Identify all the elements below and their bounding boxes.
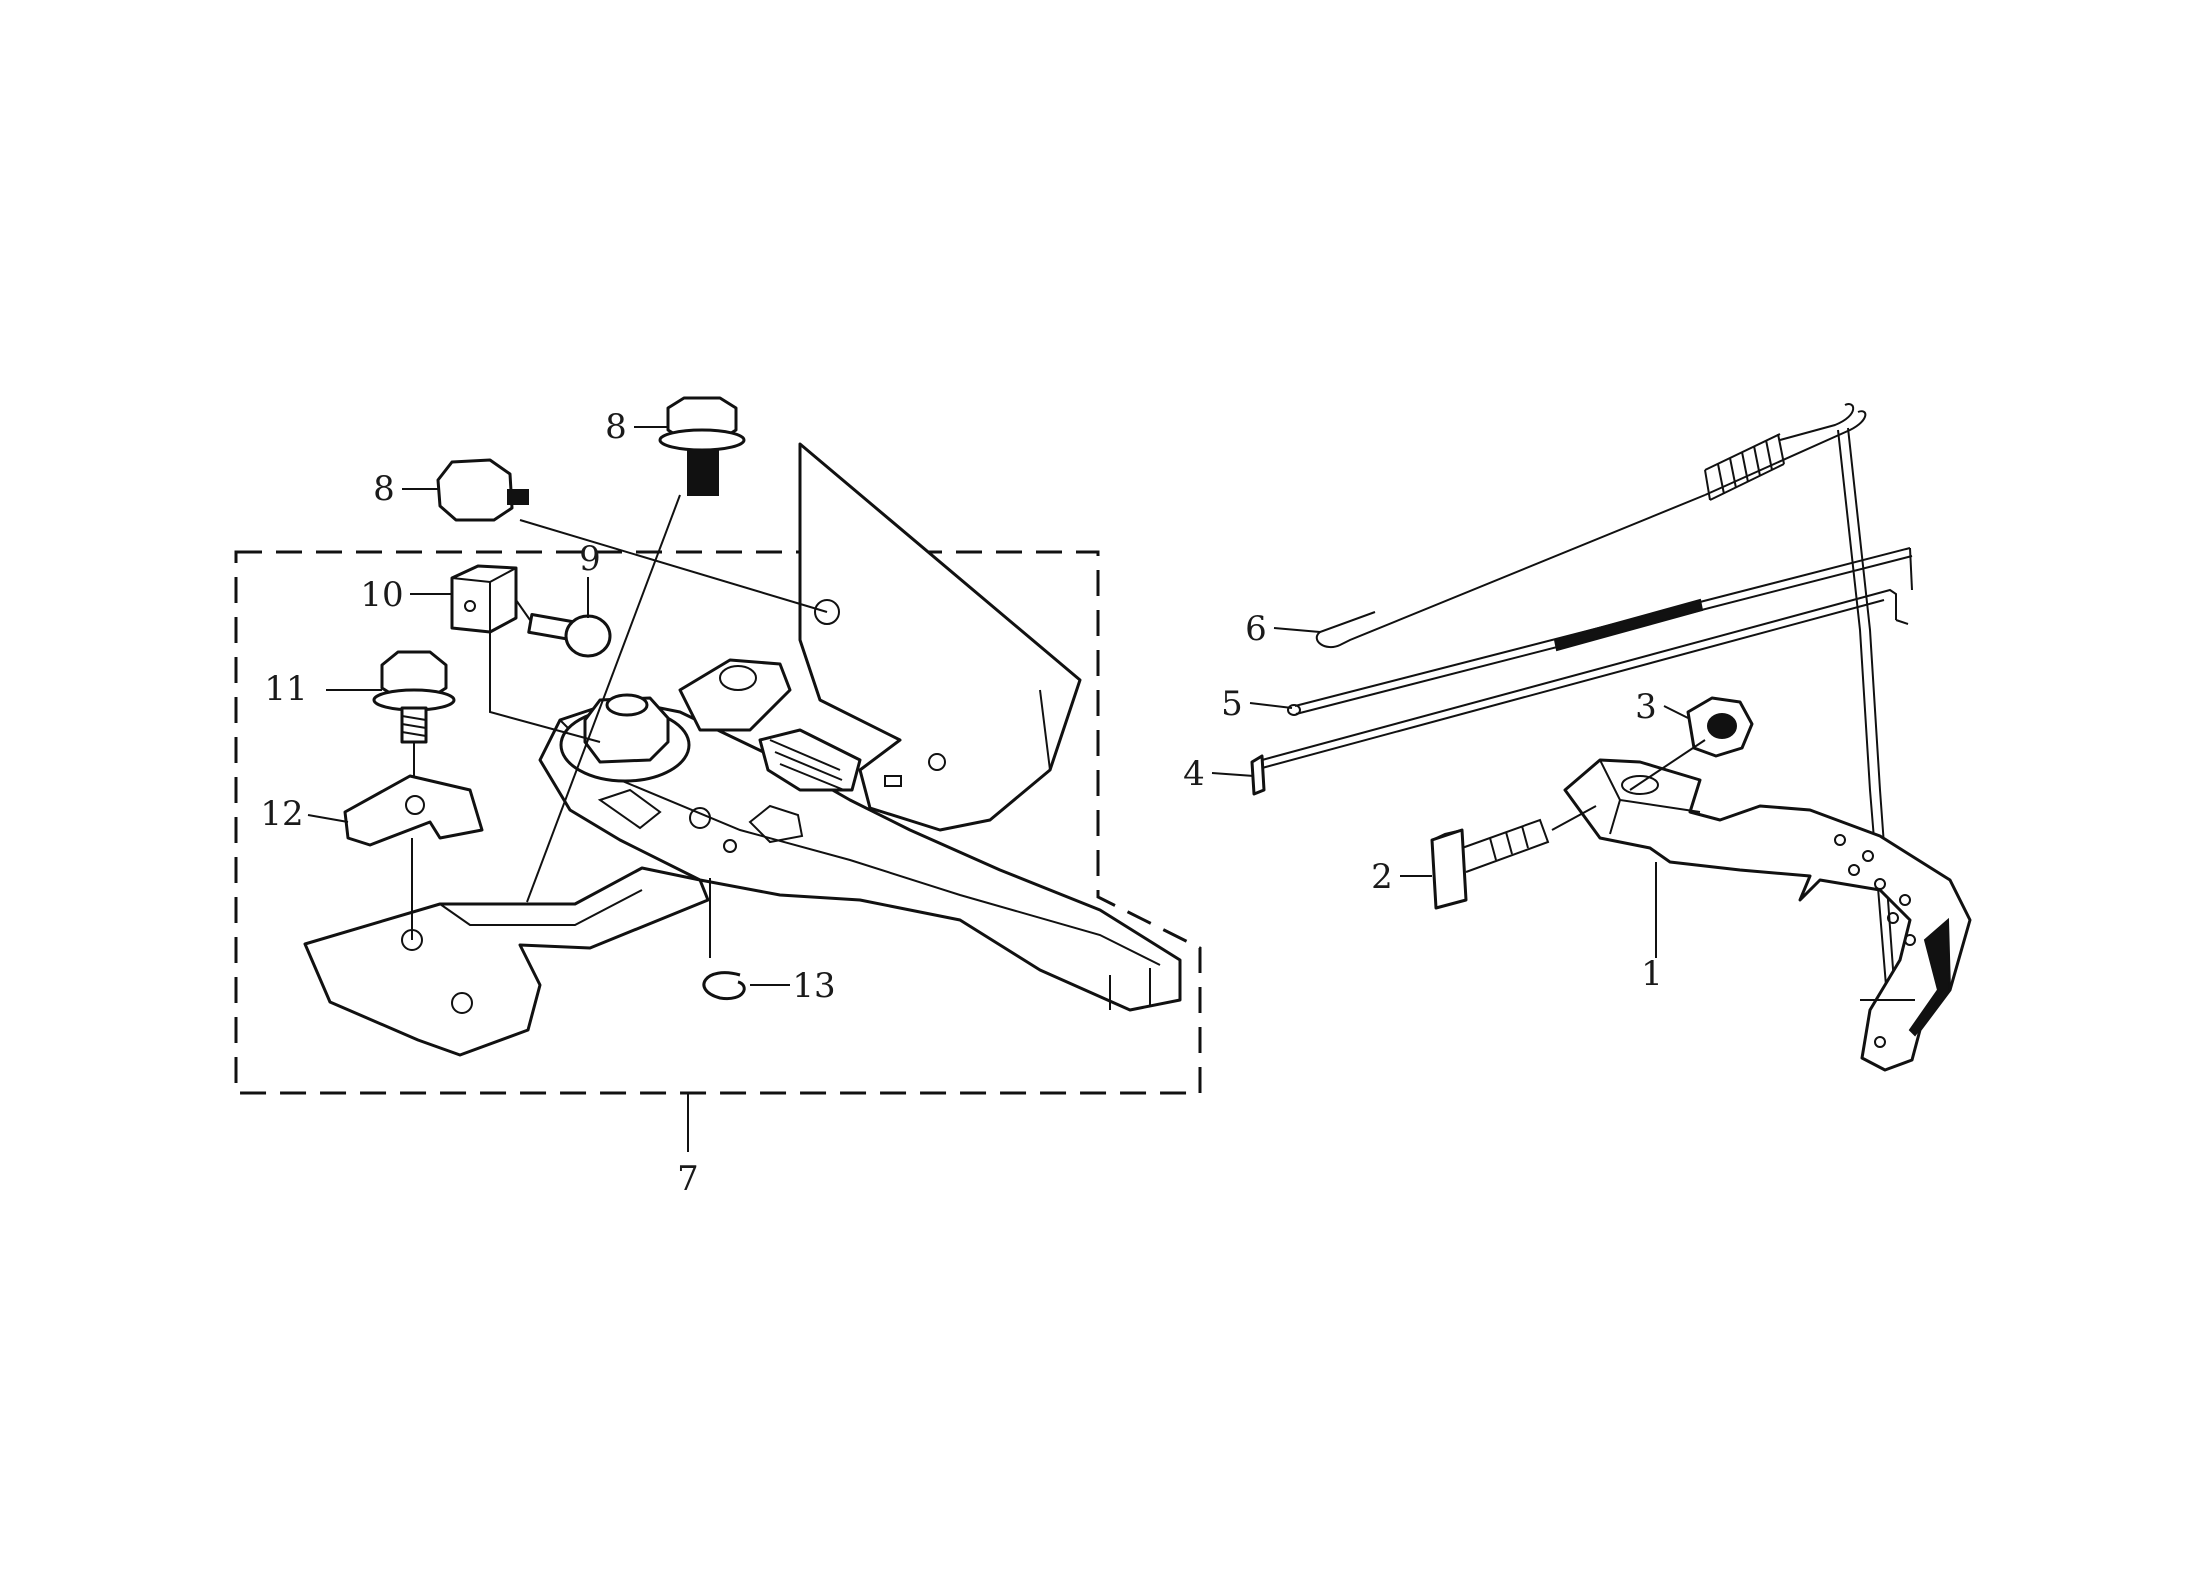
callout-4: 4: [1183, 754, 1205, 794]
cable-block: [450, 564, 518, 634]
e-clip: [702, 971, 746, 1001]
coil-spring: [1704, 433, 1785, 501]
assembly-leader-lines: [489, 494, 828, 958]
callout-leaders: [307, 426, 1689, 986]
assembly-group-box: [234, 550, 1202, 1152]
pivot-nut: [559, 693, 691, 783]
mounting-plate: [798, 442, 1082, 832]
base-plate: [303, 866, 710, 1057]
throttle-rod-5: [1287, 547, 1913, 716]
clamp-bracket: [343, 774, 484, 847]
callout-5: 5: [1221, 684, 1243, 724]
callout-3: 3: [1635, 687, 1657, 727]
control-lever-bracket: [1563, 758, 1972, 1072]
flange-nut-3: [1686, 696, 1754, 758]
hex-bolt-8-left: [436, 458, 529, 522]
flange-bolt-11: [372, 650, 456, 940]
choke-rod-4: [1250, 588, 1909, 796]
callout-12: 12: [260, 794, 303, 834]
right-leader-lines: [1551, 739, 1706, 831]
callout-labels: 1 2 3 4 5 6 7 8 8 9 10 11 12 13: [260, 407, 1662, 1199]
set-screw-9: [515, 599, 612, 658]
callout-9: 9: [579, 539, 601, 579]
throttle-stop-link: [678, 658, 862, 792]
hex-bolt-8-top: [658, 396, 746, 496]
callout-8-left: 8: [373, 469, 395, 509]
vertical-link-rod: [1837, 427, 1897, 1011]
governor-spring-rod: [1315, 403, 1867, 649]
callout-7: 7: [677, 1159, 699, 1199]
callout-2: 2: [1371, 857, 1393, 897]
callout-6: 6: [1245, 609, 1267, 649]
callout-11: 11: [264, 669, 307, 709]
callout-10: 10: [360, 575, 403, 615]
callout-8-top: 8: [605, 407, 627, 447]
callout-13: 13: [792, 966, 835, 1006]
callout-1: 1: [1641, 954, 1663, 994]
lever-bolt-2: [1430, 818, 1550, 910]
